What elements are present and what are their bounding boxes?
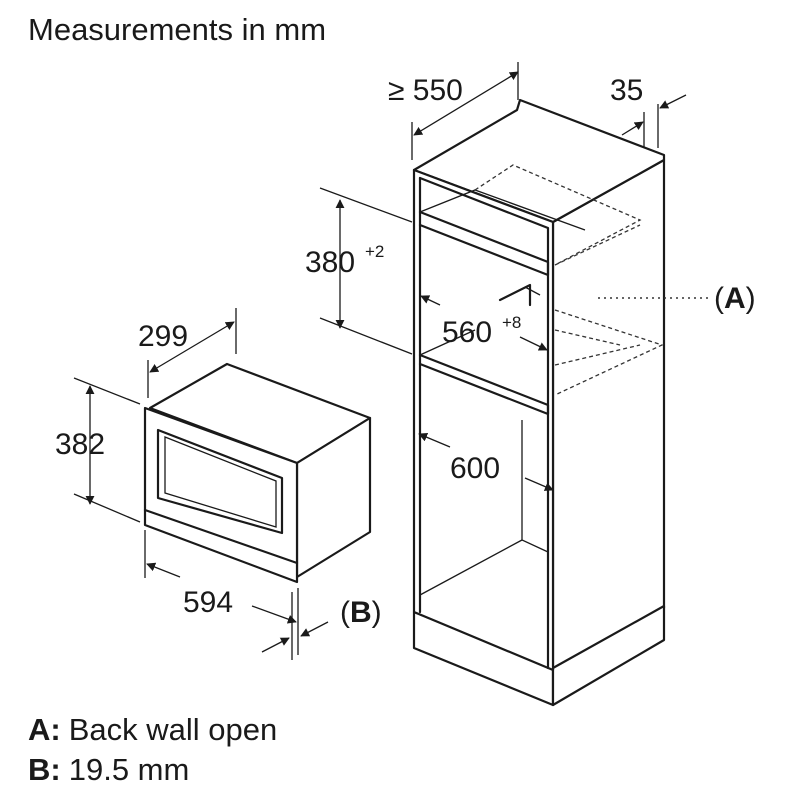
tall-cabinet [412,98,712,707]
dimension-tolerance: +2 [365,242,384,261]
upper-shelf [418,210,550,277]
dimension-label: 560 [442,316,492,349]
cabinet-plinth-side [551,604,666,707]
cabinet-front-frame [412,168,555,672]
niche-bottom-shelf [418,353,550,416]
svg-text:(A): (A) [714,282,756,315]
callout-b: (B) [340,596,382,629]
dimension-label: 380 [305,246,355,279]
dimension-appliance-width: 594 [144,530,299,655]
dimension-label: 382 [55,428,105,461]
dimension-label: 299 [138,320,188,353]
dimension-cabinet-width: 600 [418,432,554,491]
legend: A:Back wall open B:19.5 mm [28,712,277,787]
appliance-door-window [156,428,284,535]
dimension-top-offset: 35 [610,74,687,148]
dimension-label: ≥ 550 [388,74,463,107]
page-title: Measurements in mm [28,12,326,47]
dimension-label: 600 [450,452,500,485]
appliance-front [143,406,299,584]
dimension-label: 594 [183,586,233,619]
callout-a: (A) [714,282,756,315]
legend-item-a: A:Back wall open [28,712,277,747]
dimension-tolerance: +8 [502,313,521,332]
dimension-niche-height: 380 +2 [305,187,413,355]
dimension-label: 35 [610,74,643,107]
dimension-cabinet-depth: ≥ 550 [388,62,519,160]
built-in-appliance [143,362,372,584]
legend-item-b: B:19.5 mm [28,752,189,787]
dimension-niche-width: 560 +8 [420,295,548,351]
svg-text:(B): (B) [340,596,382,629]
front-thickness-indicator [261,592,329,660]
dimension-appliance-depth: 299 [138,308,237,398]
dimension-appliance-height: 382 [55,377,141,523]
